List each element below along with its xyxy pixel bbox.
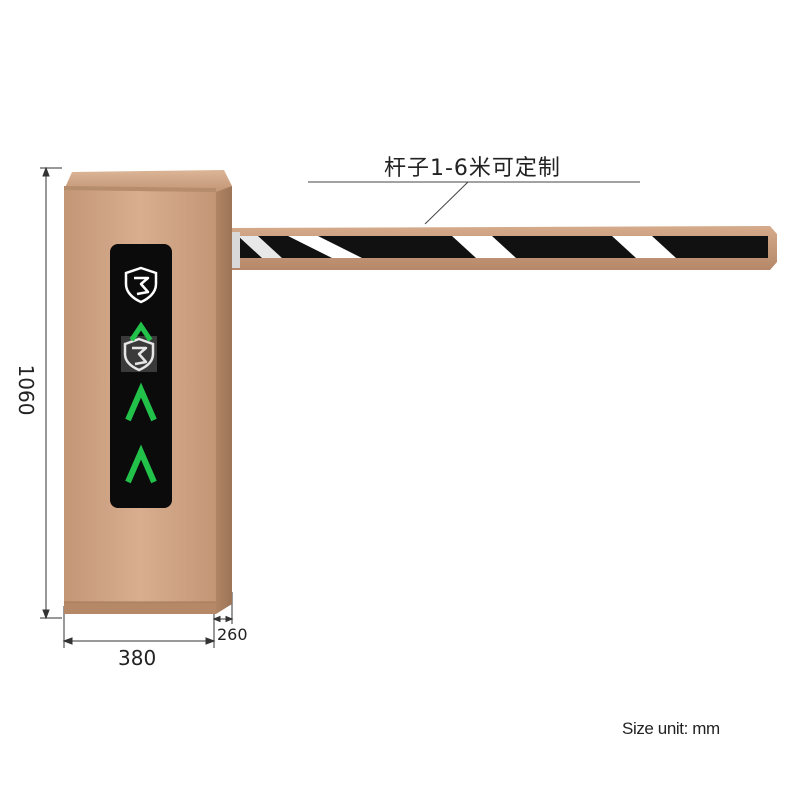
rod-label-leader — [308, 181, 640, 225]
chevron-up-icon — [129, 321, 153, 342]
depth-dimension-label: 260 — [217, 625, 248, 644]
height-dimension-line — [40, 166, 62, 620]
size-unit-label: Size unit: mm — [622, 719, 720, 738]
rod-length-label: 杆子1-6米可定制 — [384, 156, 561, 181]
display-panel — [110, 244, 172, 508]
chevron-up-icon — [125, 382, 157, 422]
shield-logo-icon — [124, 266, 158, 304]
boom-stripes — [238, 236, 676, 258]
width-dimension-label: 380 — [118, 646, 157, 670]
chevron-up-icon — [125, 444, 157, 484]
shield-logo-icon-secondary — [121, 336, 157, 372]
boom-arm — [232, 226, 777, 270]
height-dimension-label: 1060 — [14, 364, 38, 416]
